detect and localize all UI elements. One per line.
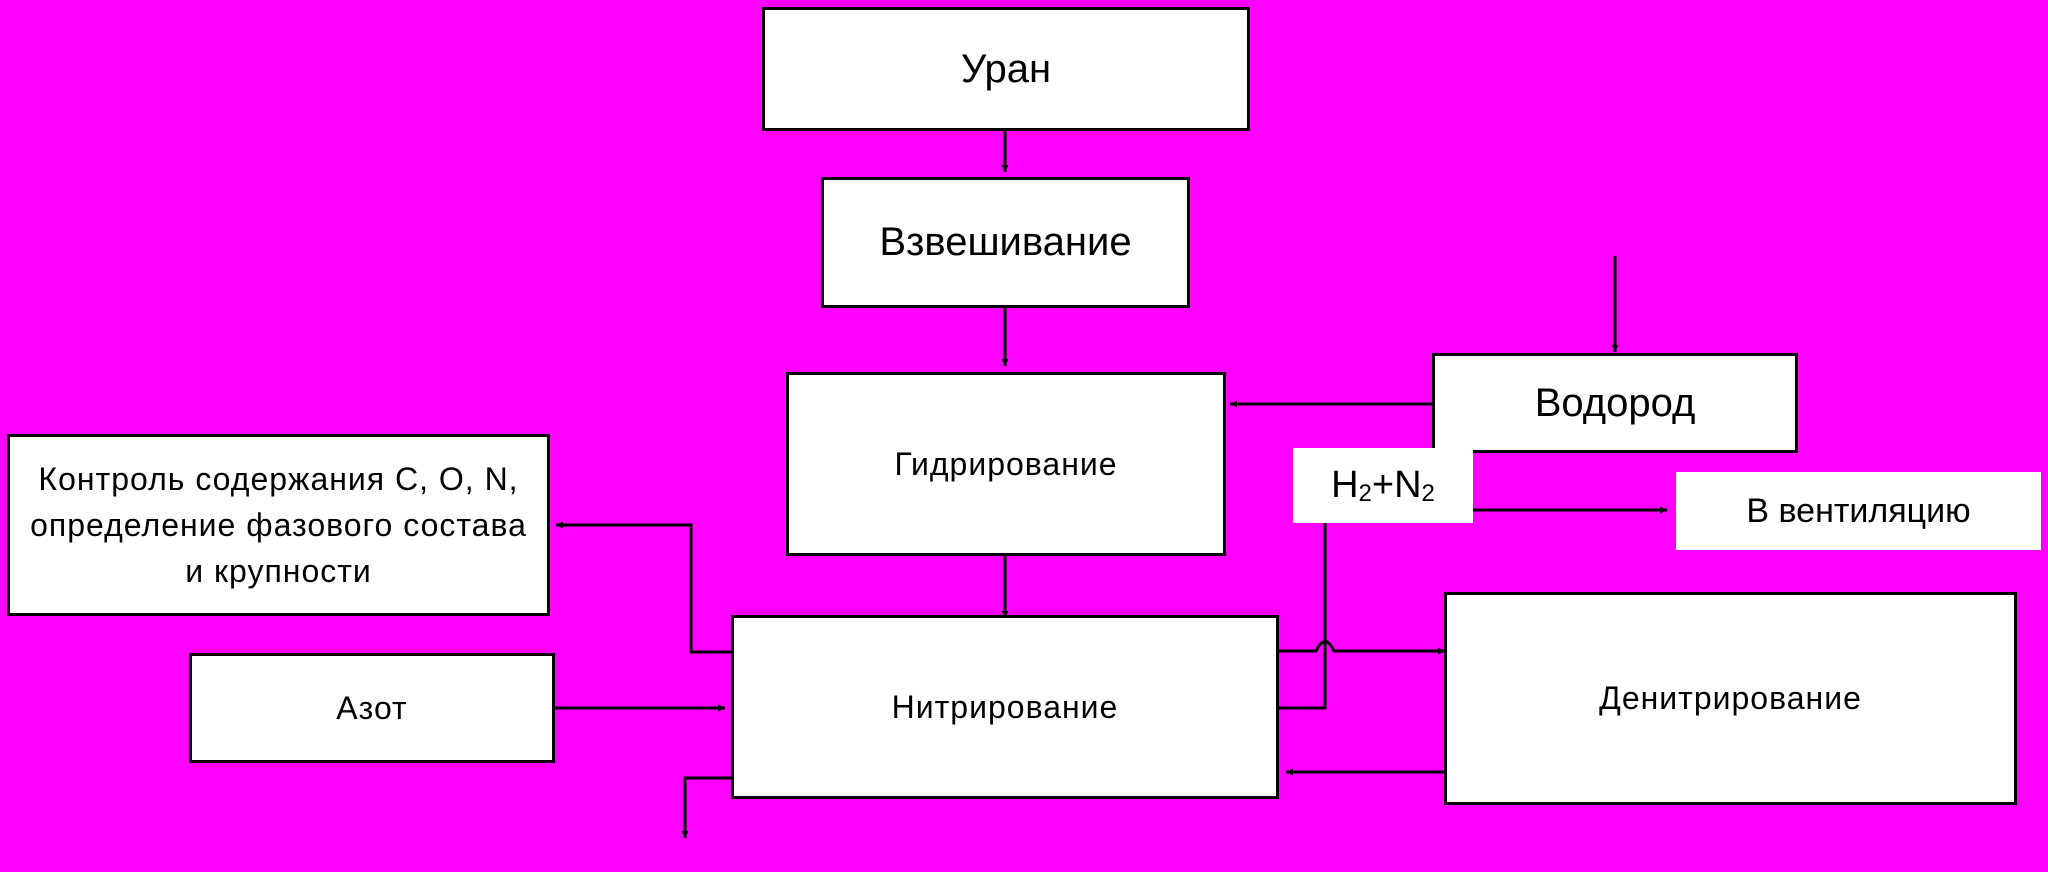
hydriding-label: Гидрирование xyxy=(894,445,1118,482)
ventilation-text: В вентиляцию xyxy=(1746,491,1971,530)
gas-n: N xyxy=(1394,464,1422,506)
uranium-label: Уран xyxy=(960,46,1052,91)
hydriding-box: Гидрирование xyxy=(786,372,1226,556)
arrow-nitriding-to-control xyxy=(556,521,731,654)
nitrogen-box: Азот xyxy=(189,653,555,763)
arrow-nitriding-to-denitriding xyxy=(1277,640,1445,655)
nitrogen-label: Азот xyxy=(336,689,408,726)
nitriding-label: Нитрирование xyxy=(891,688,1119,725)
gas-plus: + xyxy=(1371,464,1395,506)
nitriding-box: Нитрирование xyxy=(731,615,1279,799)
hydrogen-box: Водород xyxy=(1432,353,1798,453)
gas-h: H xyxy=(1331,464,1359,506)
gas-n-subscript: 2 xyxy=(1421,479,1435,507)
uranium-box: Уран xyxy=(762,7,1250,131)
hydrogen-label: Водород xyxy=(1534,380,1696,425)
control-label: Контроль содержания C, O, N, определение… xyxy=(30,461,527,589)
control-box: Контроль содержания C, O, N, определение… xyxy=(7,434,550,616)
denitriding-box: Денитрирование xyxy=(1444,592,2017,805)
arrow-nitriding-output-down xyxy=(681,776,731,838)
weighing-label: Взвешивание xyxy=(879,220,1132,264)
denitriding-label: Денитрирование xyxy=(1599,680,1862,716)
ventilation-label: В вентиляцию xyxy=(1676,472,2041,550)
weighing-box: Взвешивание xyxy=(821,177,1190,308)
arrow-gas-to-ventilation xyxy=(1277,506,1667,710)
gas-h-subscript: 2 xyxy=(1358,479,1372,507)
